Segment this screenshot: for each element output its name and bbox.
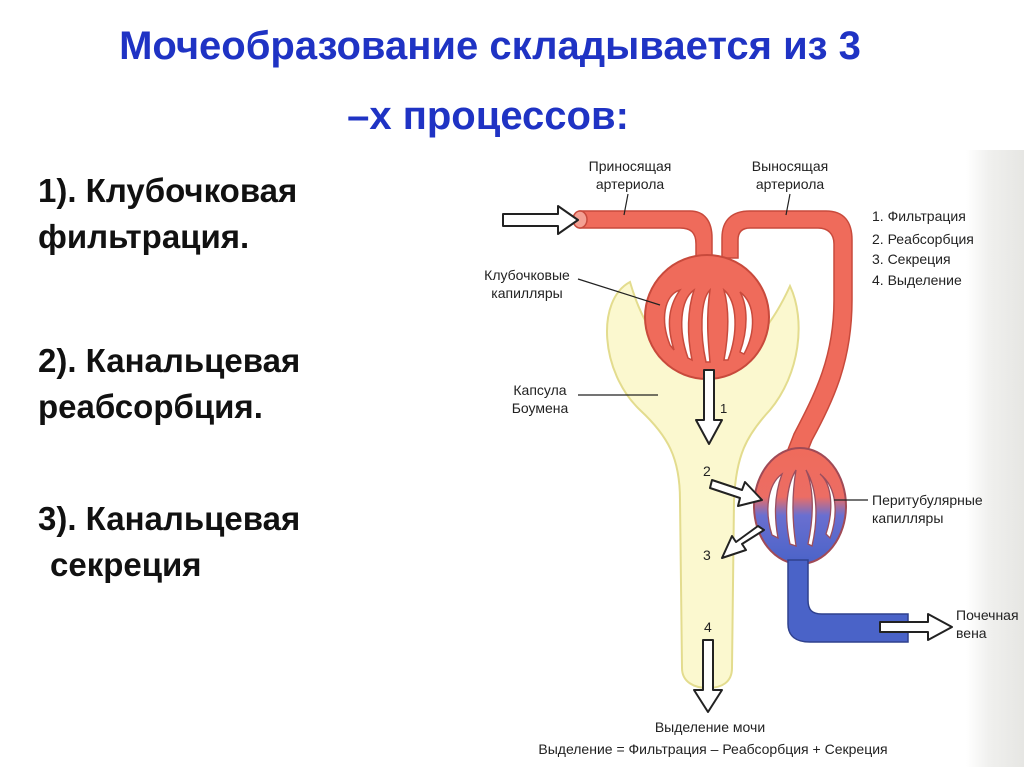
glomerular-capillary-loops	[663, 287, 754, 363]
legend-item: 4. Выделение	[872, 272, 962, 288]
leader-line-afferent	[623, 193, 629, 216]
blood-in-arrow	[502, 205, 579, 235]
label-peritubular-1: Перитубулярные	[872, 492, 983, 508]
label-capsule-1: Капсула	[513, 382, 566, 398]
process-item-line: 2). Канальцевая	[38, 342, 301, 379]
process-item-line: 3). Канальцевая	[38, 500, 301, 537]
arrow-number-2: 2	[703, 463, 711, 479]
label-glomerulus-1: Клубочковые	[484, 267, 570, 283]
label-vein-1: Почечная	[956, 607, 1019, 623]
reabsorption-arrow	[709, 479, 763, 507]
leader-line-glomerulus	[577, 278, 661, 306]
legend-item: 3. Секреция	[872, 251, 951, 267]
process-item-line: реабсорбция.	[38, 388, 263, 425]
filtration-arrow	[695, 369, 723, 445]
arrow-number-4: 4	[704, 619, 712, 635]
legend-item: 2. Реабсорбция	[872, 231, 974, 247]
label-vein-2: вена	[956, 625, 987, 641]
label-formula: Выделение = Фильтрация – Реабсорбция + С…	[538, 741, 887, 757]
process-item-reabsorption: 2). Канальцевая реабсорбция.	[38, 338, 418, 430]
peritubular-capillary-loops	[767, 469, 836, 547]
label-capsule-2: Боумена	[512, 400, 569, 416]
leader-line-efferent	[785, 193, 791, 216]
process-item-line: фильтрация.	[38, 218, 250, 255]
scan-page-edge	[966, 150, 1024, 767]
label-efferent-1: Выносящая	[752, 158, 828, 174]
process-item-line: секреция	[50, 546, 202, 583]
afferent-arteriole	[579, 210, 713, 259]
page-title-line-2: –х процессов:	[347, 94, 629, 138]
process-item-secretion: 3). Канальцевая секреция	[38, 496, 418, 588]
legend-item: 1. Фильтрация	[872, 208, 966, 224]
secretion-arrow	[721, 525, 765, 559]
process-legend: 1. Фильтрация 2. Реабсорбция 3. Секреция…	[872, 208, 974, 288]
label-efferent-2: артериола	[756, 176, 825, 192]
label-afferent-2: артериола	[596, 176, 665, 192]
label-urine: Выделение мочи	[655, 719, 765, 735]
label-glomerulus-2: капилляры	[491, 285, 562, 301]
page-title-line-1: Мочеобразование складывается из 3	[119, 24, 861, 68]
vein-out-arrow	[879, 613, 953, 641]
process-item-line: 1). Клубочковая	[38, 172, 298, 209]
label-peritubular-2: капилляры	[872, 510, 943, 526]
excretion-arrow	[693, 639, 723, 713]
label-afferent-1: Приносящая	[589, 158, 672, 174]
arrow-number-3: 3	[703, 547, 711, 563]
arrow-number-1: 1	[720, 401, 727, 416]
process-item-filtration: 1). Клубочковая фильтрация.	[38, 168, 418, 260]
renal-vein	[787, 559, 909, 643]
